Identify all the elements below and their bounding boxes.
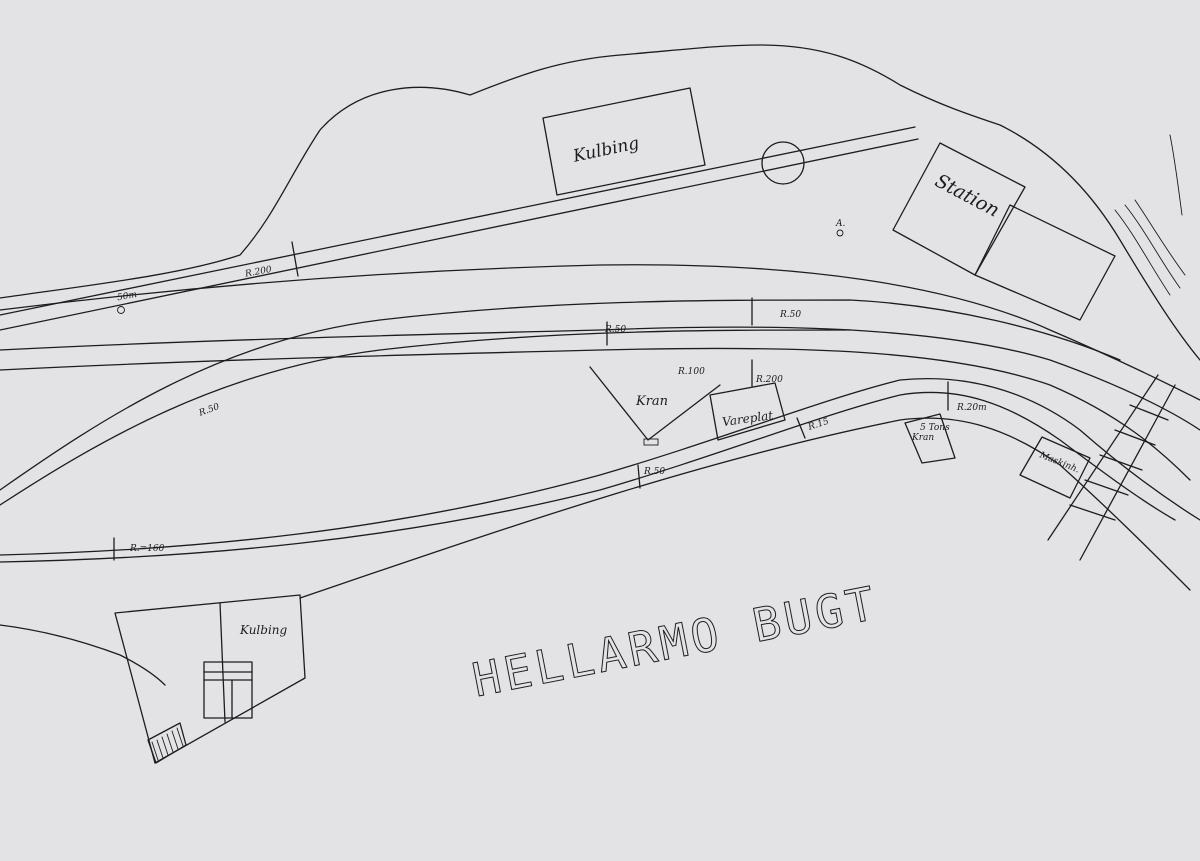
pier-rails: [1047, 374, 1176, 561]
maskinhus-label: Maskinh.: [1037, 450, 1081, 475]
small-kran-label: Kran: [911, 433, 934, 443]
kulbing-bottom-building: Kulbing: [114, 594, 306, 764]
small-kran-structure: 5 Tons Kran: [904, 413, 956, 464]
radius-label-r200-top: R.200: [243, 265, 272, 280]
kran-label: Kran: [635, 394, 668, 409]
radius-label-r160: R.=160: [129, 544, 165, 554]
radius-ticks: [113, 241, 949, 561]
kulbing-top-label: Kulbing: [570, 133, 641, 167]
stairs: [147, 722, 187, 764]
radius-labels: R.200 R.50 R.50 R.50 R.100 R.200 R.15 R.…: [129, 265, 987, 554]
radius-label-r200-mid: R.200: [755, 375, 783, 385]
station-label: Station: [931, 170, 1003, 222]
kran-structure: Kran: [589, 366, 721, 446]
small-kran-tons-label: 5 Tons: [920, 423, 950, 433]
radius-label-r50-right: R.50: [779, 310, 801, 320]
radius-label-r100: R.100: [677, 367, 705, 377]
radius-label-r50-left: R.50: [197, 402, 221, 419]
distance-marker: 50m: [116, 290, 138, 314]
hill-outline: [0, 44, 1200, 361]
radius-label-r15: R.15: [806, 417, 830, 433]
station-building: Station: [892, 142, 1116, 321]
distance-label: 50m: [116, 290, 137, 303]
kulbing-bottom-label: Kulbing: [239, 623, 288, 637]
main-tracks: [0, 264, 1200, 599]
turntable: [761, 141, 805, 185]
radius-label-r20: R.20m: [956, 403, 987, 413]
radius-label-r50-upper: R.50: [604, 325, 626, 335]
point-a-marker: A.: [835, 219, 845, 237]
kulbing-top-building: Kulbing: [542, 87, 706, 196]
cliff-hatching: [1114, 134, 1186, 296]
radius-label-r50-lower: R.50: [643, 467, 665, 477]
hill-outline-lower-left: [0, 624, 166, 686]
bay-name: HELLARMO BUGT: [468, 576, 883, 708]
point-a-label: A.: [835, 219, 845, 229]
vareplat-building: Vareplat: [709, 382, 786, 441]
